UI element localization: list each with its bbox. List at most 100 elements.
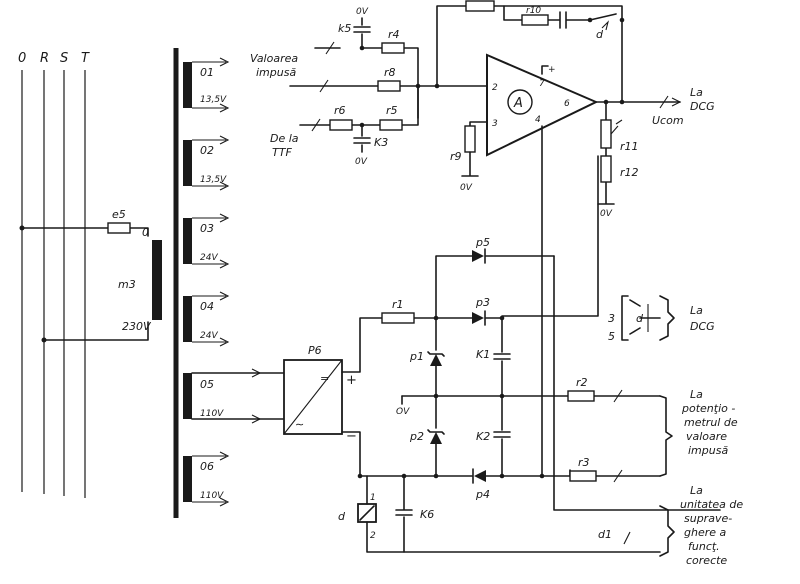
label-contact-5: 5 (608, 330, 615, 343)
label-k2: K2 (476, 430, 490, 443)
resistor-r5 (379, 119, 403, 131)
label-relay-pin2: 2 (370, 531, 376, 541)
label-bus-t: T (81, 51, 90, 66)
label-ov-mid: OV (396, 407, 410, 417)
supply-buses: 0 R S T (18, 51, 90, 498)
label-r3: r3 (578, 456, 590, 469)
label-pot-4: valoare (686, 430, 727, 443)
label-p6: P6 (308, 344, 322, 357)
label-m3: m3 (118, 278, 136, 291)
label-r12-0v: 0V (600, 209, 613, 219)
resistor-r3 (569, 470, 597, 482)
label-bus-0: 0 (18, 51, 26, 66)
label-k5: k5 (338, 22, 351, 35)
label-e5: e5 (112, 208, 126, 221)
input-network: r4 k5 0V Valoarea impusă r8 r6 r5 K3 0V … (250, 0, 625, 193)
label-relay-d: d (338, 510, 346, 523)
label-output-dcg: DCG (690, 100, 715, 113)
secondary-02: 02 13,5V (183, 135, 230, 191)
label-input-top-2: impusă (256, 66, 296, 79)
label-secondary-04-v: 24V (200, 331, 218, 341)
label-input-bottom-1: De la (270, 132, 299, 145)
label-contact-3: 3 (608, 312, 615, 325)
label-op-amp: A (513, 96, 523, 111)
fuse-e5 (107, 222, 131, 234)
label-relay-pin1: 1 (370, 493, 376, 503)
label-230v: 230V (122, 320, 152, 333)
label-input-bottom-2: TTF (272, 146, 292, 159)
label-r11: r11 (620, 140, 639, 153)
label-secondary-04: 04 (200, 300, 214, 313)
label-k1: K1 (476, 348, 490, 361)
rectifier-p6: = ∼ P6 + − (283, 317, 437, 477)
label-r12: r12 (620, 166, 639, 179)
resistor-r10 (521, 14, 549, 26)
label-rectifier-ac: ∼ (295, 418, 304, 431)
label-p1: p1 (409, 350, 424, 363)
label-sup-3: suprave- (684, 512, 732, 525)
label-pin-4: 4 (535, 115, 541, 125)
label-k3-0v: 0V (355, 157, 368, 167)
label-pot-2: potenţio - (681, 402, 735, 415)
label-pin-6: 6 (564, 99, 570, 109)
label-secondary-01: 01 (200, 66, 214, 79)
resistor-r4 (381, 42, 405, 54)
resistor-r9-feedback (465, 0, 495, 12)
label-r1: r1 (392, 298, 404, 311)
transformer: e5 0 m3 230V 01 13,5V 02 13,5V 03 24V (21, 48, 285, 518)
label-p2: p2 (409, 430, 424, 443)
label-rectifier-plus: + (346, 373, 357, 388)
label-secondary-01-v: 13,5V (200, 95, 227, 105)
op-amp: A 2 3 7 4 6 + La DCG Ucom r11 r12 0V (486, 53, 715, 477)
label-r10: r10 (526, 6, 541, 16)
label-r8: r8 (384, 66, 396, 79)
secondary-01: 01 13,5V (183, 57, 230, 113)
label-k6: K6 (420, 508, 434, 521)
label-rectifier-dc: = (320, 372, 329, 385)
resistor-r9 (464, 125, 476, 153)
secondary-03: 03 24V (183, 213, 230, 269)
label-pot-3: metrul de (684, 416, 738, 429)
label-p5: p5 (475, 236, 490, 249)
output-blocks: 3 5 d La DCG r2 r3 La potenţio - metrul … (338, 295, 743, 567)
label-sup-2: unitatea de (680, 498, 743, 511)
label-bus-r: R (40, 51, 49, 66)
secondary-05: 05 110V (183, 368, 285, 424)
label-r4: r4 (388, 28, 400, 41)
label-sup-4: ghere a (684, 526, 727, 539)
label-bus-s: S (60, 51, 68, 66)
label-r6: r6 (334, 104, 346, 117)
label-feedback-switch: d (596, 28, 604, 41)
diode-network: r1 p5 p3 p1 OV p2 K1 K2 (357, 236, 721, 511)
label-plus-sign: + (548, 65, 556, 75)
resistor-r6 (329, 119, 353, 131)
label-supervision-d1: d1 (598, 528, 612, 541)
label-ucom: Ucom (652, 114, 684, 127)
label-secondary-03: 03 (200, 222, 214, 235)
label-r9: r9 (450, 150, 462, 163)
label-secondary-02: 02 (200, 144, 214, 157)
resistor-r8 (377, 80, 401, 92)
label-secondary-06: 06 (200, 460, 214, 473)
label-secondary-03-v: 24V (200, 253, 218, 263)
label-sup-5: funcţ. (688, 540, 720, 553)
label-r9-0v: 0V (460, 183, 473, 193)
secondary-04: 04 24V (183, 291, 230, 347)
label-dcg-dcg: DCG (690, 320, 715, 333)
label-p4: p4 (475, 488, 490, 501)
label-p3: p3 (475, 296, 490, 309)
label-sup-1: La (690, 484, 703, 497)
label-pin-7: 7 (539, 79, 545, 89)
label-r2: r2 (576, 376, 588, 389)
secondary-06: 06 110V (183, 451, 230, 507)
label-rectifier-minus: − (346, 429, 357, 444)
label-k3: K3 (374, 136, 388, 149)
label-input-top-1: Valoarea (250, 52, 298, 65)
op-amp-symbol (507, 89, 533, 115)
label-pot-1: La (690, 388, 703, 401)
primary-winding (152, 240, 162, 320)
resistor-r11 (600, 119, 612, 149)
label-secondary-05-v: 110V (200, 409, 224, 419)
resistor-r12 (600, 155, 612, 183)
